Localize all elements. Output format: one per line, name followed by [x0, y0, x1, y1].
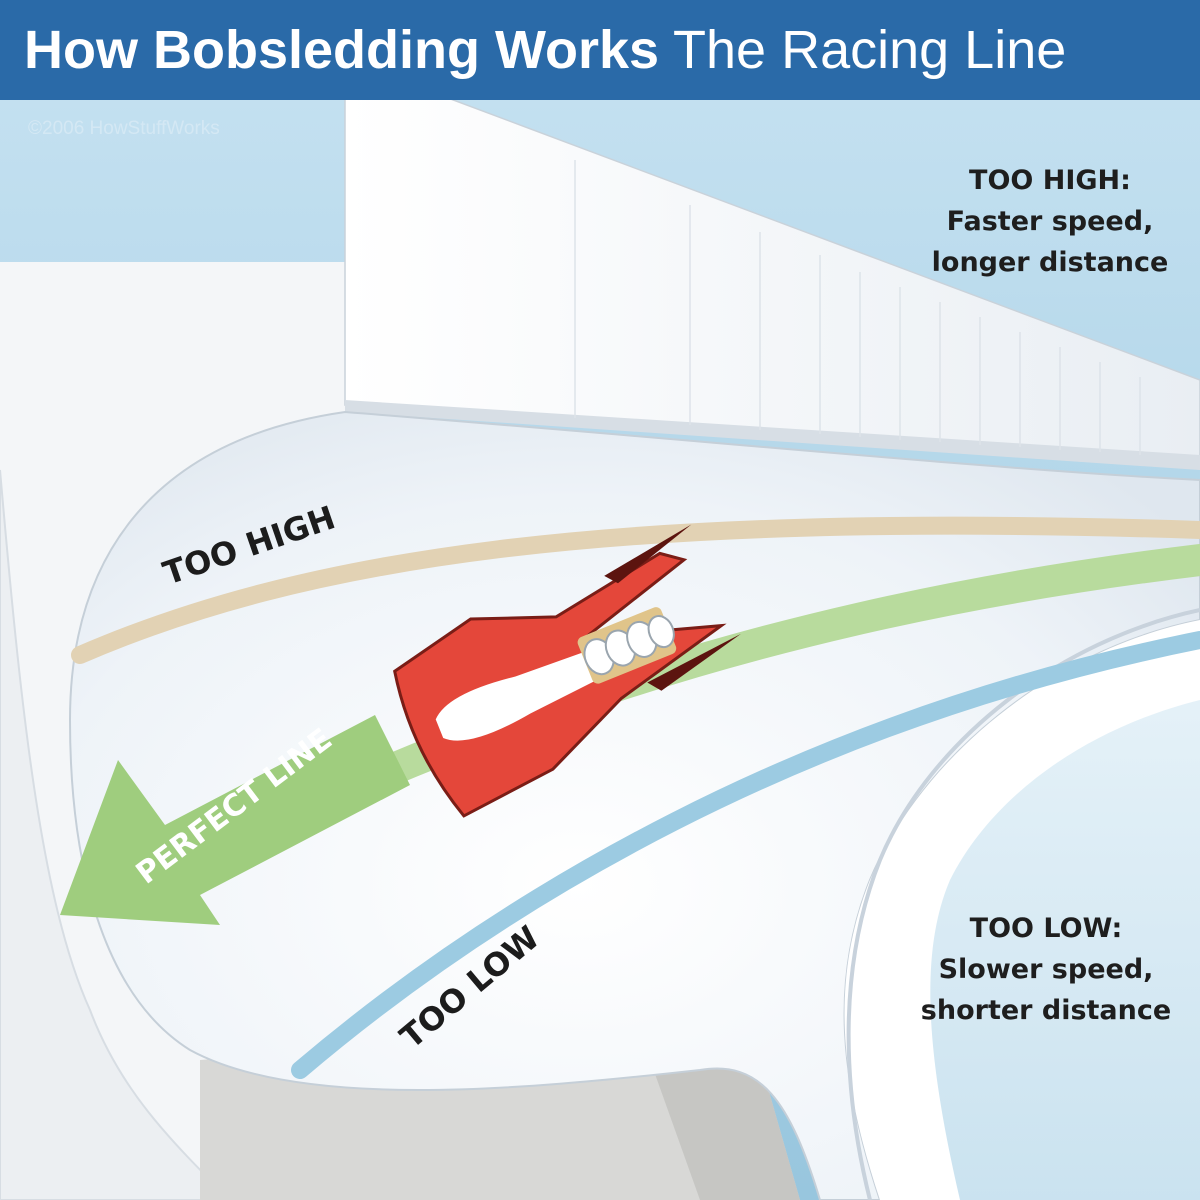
retaining-wall-face	[345, 400, 1200, 470]
too-high-annotation: TOO HIGH: Faster speed, longer distance	[905, 160, 1195, 283]
bobsled	[393, 524, 741, 818]
inner-lower-sky	[930, 700, 1200, 1200]
copyright-credit: ©2006 HowStuffWorks	[28, 118, 220, 139]
concrete-base-edge	[650, 1060, 800, 1200]
bobsled-runner-bottom	[647, 633, 741, 691]
too-low-line	[291, 631, 1200, 1079]
too-high-line-1: Faster speed,	[946, 206, 1154, 237]
perfect-line-arrow	[60, 715, 410, 925]
bobsled-crew-helmets	[583, 615, 675, 676]
title-bold: How Bobsledding Works	[24, 20, 660, 80]
title-light: The Racing Line	[673, 20, 1067, 80]
too-low-heading: TOO LOW:	[969, 913, 1123, 944]
too-low-line-2: shorter distance	[920, 995, 1172, 1026]
inner-track-lip-edge	[846, 608, 1200, 1200]
track-outer-wall	[0, 469, 232, 1200]
too-high-line	[71, 516, 1200, 664]
too-high-heading: TOO HIGH:	[969, 165, 1131, 196]
too-low-line-1: Slower speed,	[938, 954, 1154, 985]
too-high-line-2: longer distance	[931, 247, 1169, 278]
wall-panel-lines	[574, 160, 1141, 455]
too-low-annotation: TOO LOW: Slower speed, shorter distance	[896, 908, 1196, 1031]
bobsled-runner-top	[604, 524, 692, 584]
